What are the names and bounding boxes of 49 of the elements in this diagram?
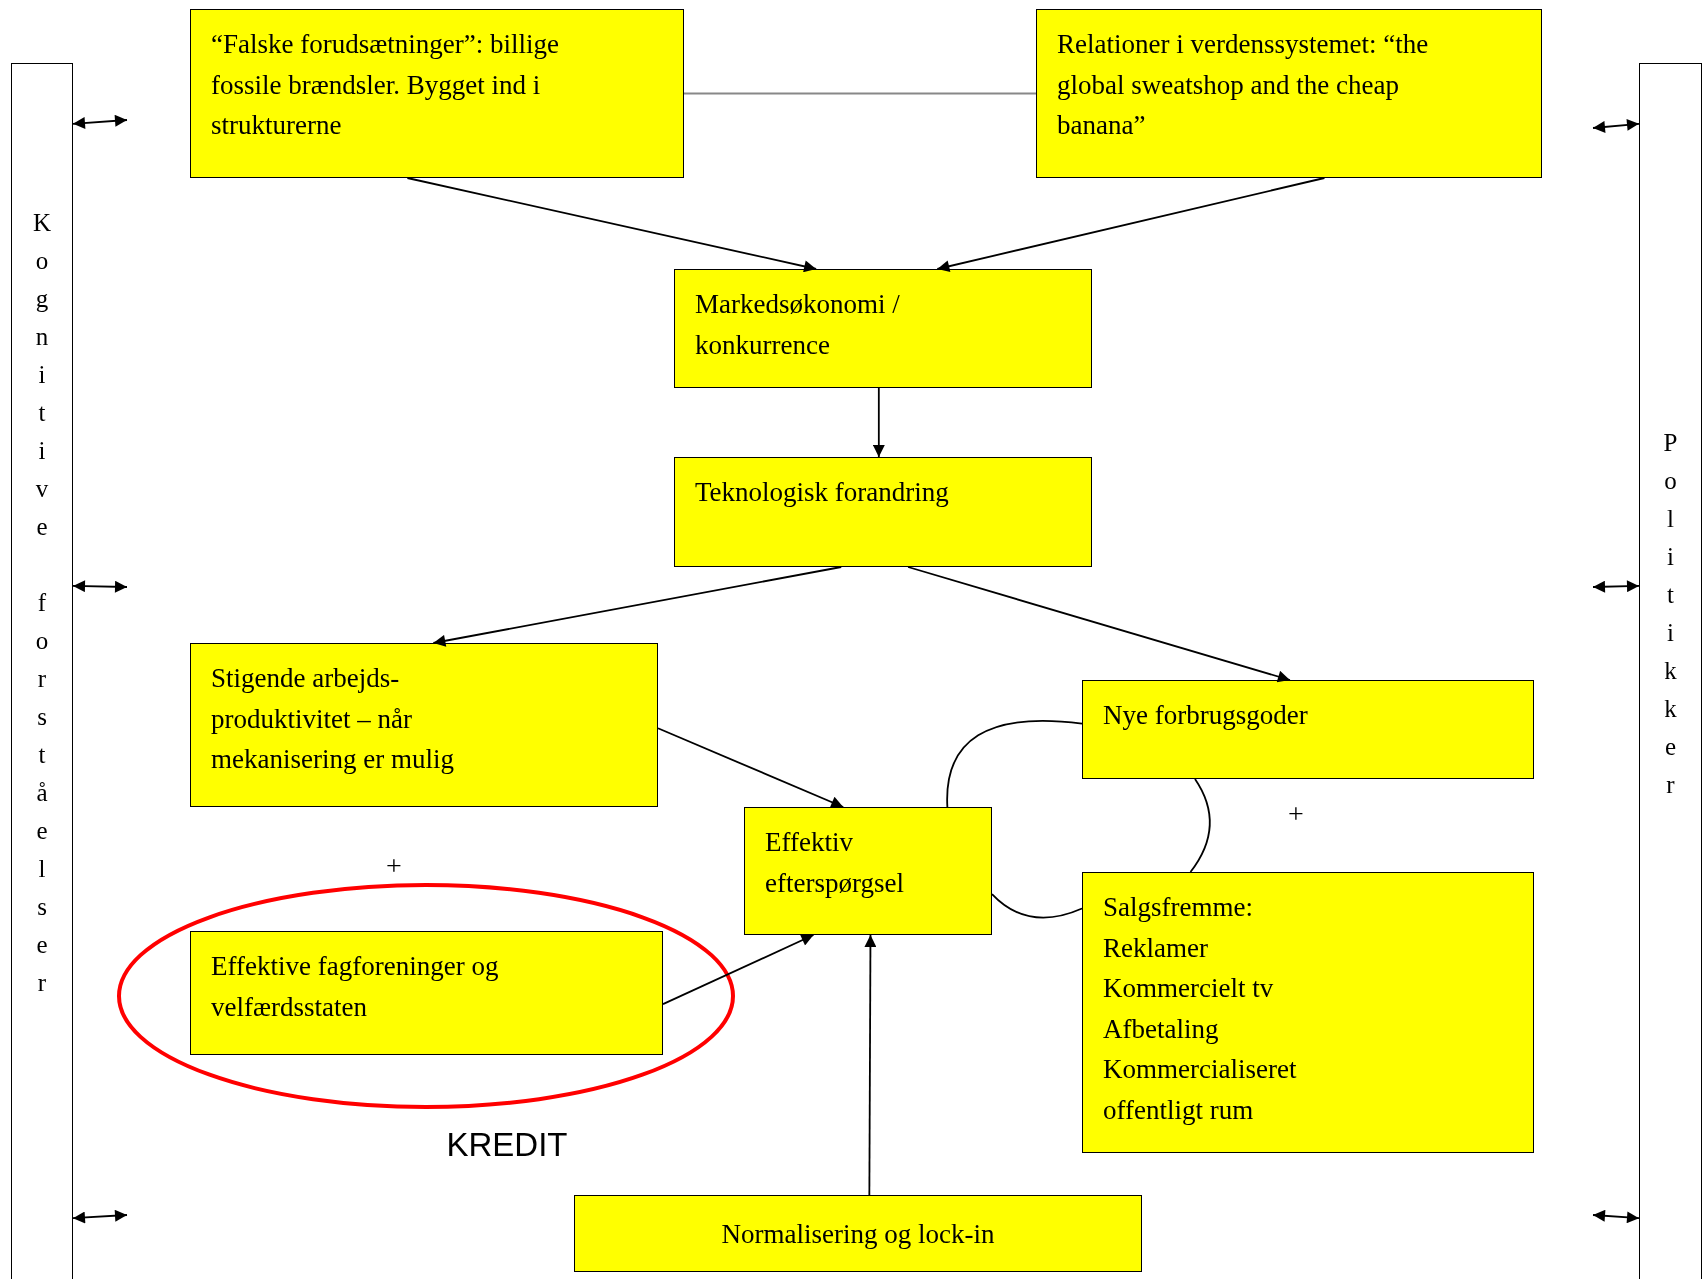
vertical-label: Politikker: [1662, 428, 1679, 800]
box-text: Nye forbrugsgoder: [1103, 699, 1309, 732]
box-text: Salgsfremme:: [1103, 891, 1254, 924]
curved-line: [991, 893, 1083, 919]
process-box: [674, 269, 1092, 388]
box-text: Stigende arbejds- produktivitet – når mekanisering er mulig: [211, 662, 455, 776]
arrow: [864, 934, 877, 1196]
box-text: “Falske forudsætninger”: billige fossile brændsler. Bygget ind i strukturerne: [211, 28, 560, 142]
process-box: [190, 9, 684, 178]
arrow: [662, 934, 815, 1006]
box-text: Relationer i verdenssystemet: “the global sweatshop and the cheap banana”: [1057, 28, 1430, 142]
arrow: [936, 177, 1326, 273]
process-box: [744, 807, 992, 935]
process-box: [1036, 9, 1542, 178]
box-text: Normalisering og lock-in: [721, 1218, 995, 1251]
box-text: Kommercialiseret offentligt rum: [1103, 1053, 1298, 1127]
double-arrow: [1592, 118, 1640, 133]
process-box: [574, 1195, 1142, 1272]
box-text: Reklamer: [1103, 931, 1209, 965]
connector-line: [683, 92, 1037, 95]
arrow: [406, 177, 817, 273]
arrow: [907, 566, 1291, 683]
annotation-label: KREDIT: [446, 1126, 568, 1164]
side-bar: [11, 63, 73, 1279]
box-text: Kommercielt tv: [1103, 972, 1275, 1005]
plus-sign: +: [386, 850, 402, 882]
process-box: [1082, 872, 1534, 1153]
box-text: Afbetaling: [1103, 1012, 1220, 1046]
box-text: Markedsøkonomi / konkurrence: [695, 288, 901, 362]
process-box: [674, 457, 1092, 567]
double-arrow: [1592, 1209, 1640, 1224]
process-box: [1082, 680, 1534, 779]
double-arrow: [72, 114, 128, 129]
vertical-label: Kognitive forståelser: [31, 208, 53, 998]
plus-sign: +: [1288, 798, 1304, 830]
double-arrow: [72, 580, 128, 593]
double-arrow: [1592, 580, 1640, 593]
box-text: Effektive fagforeninger og velfærdsstaten: [211, 950, 500, 1024]
process-box: [190, 931, 663, 1055]
double-arrow: [72, 1209, 128, 1224]
box-text: Teknologisk forandring: [695, 476, 950, 509]
process-box: [190, 643, 658, 807]
arrow: [657, 727, 845, 808]
arrow: [432, 566, 843, 647]
arrow: [872, 387, 885, 458]
curved-line: [946, 719, 1083, 808]
box-text: Effektiv efterspørgsel: [765, 826, 905, 900]
side-bar: [1639, 63, 1702, 1279]
curved-line: [1189, 778, 1211, 873]
